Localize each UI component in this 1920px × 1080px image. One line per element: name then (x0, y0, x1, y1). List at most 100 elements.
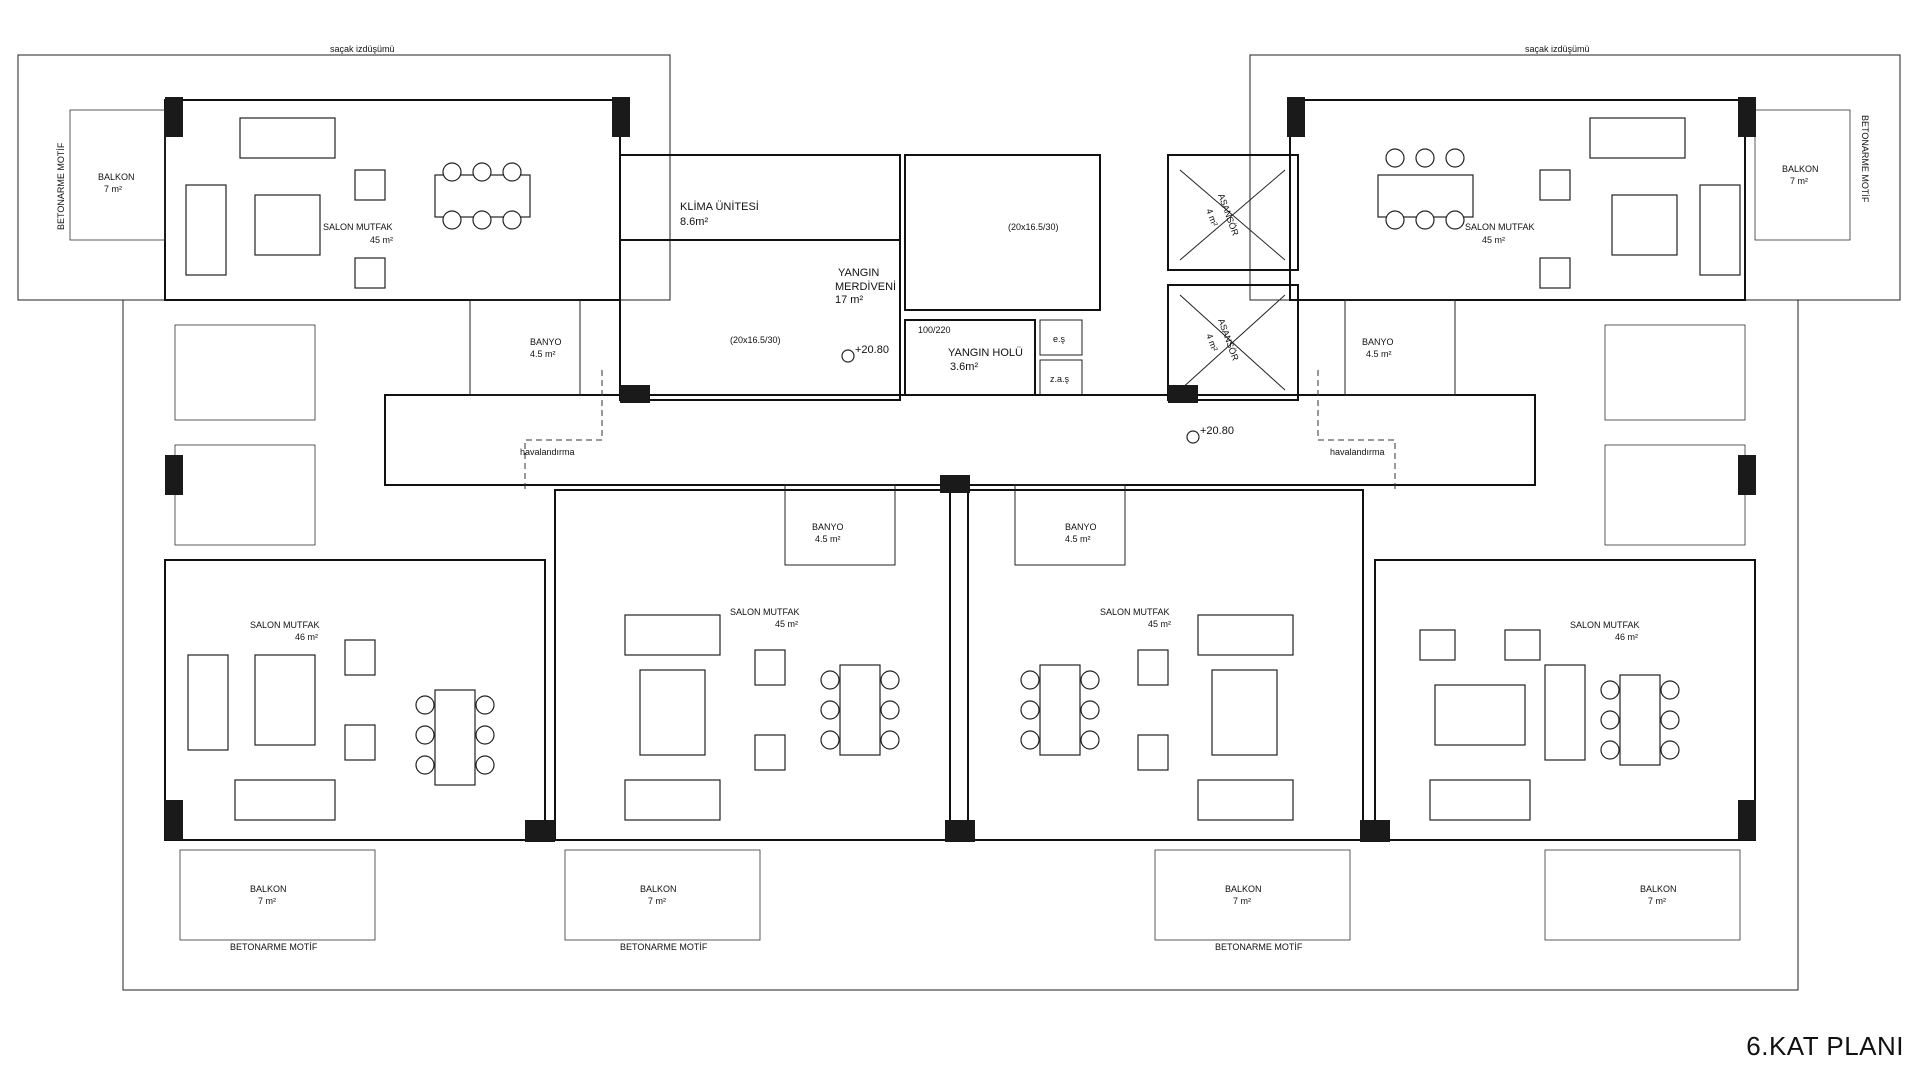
balcony-b3-label: BALKON (1225, 884, 1262, 894)
sofa (239, 117, 336, 159)
bath-top-left-area: 4.5 m² (530, 349, 556, 359)
stair-spec-1: (20x16.5/30) (730, 335, 781, 345)
column (525, 820, 555, 842)
chair (1080, 700, 1100, 720)
concrete-motif-b1: BETONARME MOTİF (230, 942, 318, 952)
chair (415, 695, 435, 715)
chair (1385, 210, 1405, 230)
bath-b2 (784, 484, 896, 566)
chair (502, 210, 522, 230)
dining-table (1619, 674, 1661, 766)
coffee-table (1434, 684, 1526, 746)
column (1738, 455, 1756, 495)
balcony-b1-area: 7 m² (258, 896, 276, 906)
armchair (1137, 649, 1169, 686)
armchair (754, 649, 786, 686)
chair (1600, 740, 1620, 760)
living-b1-area: 46 m² (295, 632, 318, 642)
sofa (1699, 184, 1741, 276)
bath-b3 (1014, 484, 1126, 566)
armchair (1504, 629, 1541, 661)
dining-table (1039, 664, 1081, 756)
column (620, 385, 650, 403)
fire-stair-label-2: MERDİVENİ (835, 280, 896, 293)
ventilation-left: havalandırma (520, 447, 575, 457)
armchair (1539, 257, 1571, 289)
chair (1660, 740, 1680, 760)
chair (475, 755, 495, 775)
es-label: e.ş (1053, 334, 1066, 344)
chair (472, 162, 492, 182)
bath-b2-area: 4.5 m² (815, 534, 841, 544)
column (165, 800, 183, 840)
sofa (1197, 614, 1294, 656)
elevator-2-area: 4 m² (1204, 332, 1220, 352)
column (1168, 385, 1198, 403)
chair (1445, 148, 1465, 168)
bath-b3-area: 4.5 m² (1065, 534, 1091, 544)
concrete-motif-top-right: BETONARME MOTİF (1860, 115, 1870, 203)
stair-spec-2: (20x16.5/30) (1008, 222, 1059, 232)
concrete-motif-b2: BETONARME MOTİF (620, 942, 708, 952)
coffee-table (1211, 669, 1278, 756)
bath-top-left (469, 299, 581, 396)
eave-label-right: saçak izdüşümü (1525, 44, 1590, 54)
door-size: 100/220 (918, 325, 951, 335)
chair (502, 162, 522, 182)
unit-bottom-3 (967, 489, 1364, 841)
sofa (234, 779, 336, 821)
chair (475, 695, 495, 715)
sofa (185, 184, 227, 276)
bath-top-right-area: 4.5 m² (1366, 349, 1392, 359)
armchair (354, 169, 386, 201)
elevator-1-area: 4 m² (1204, 207, 1220, 227)
chair (1445, 210, 1465, 230)
column (165, 455, 183, 495)
elevator-shaft-2 (1167, 284, 1299, 401)
unit-bottom-2 (554, 489, 951, 841)
armchair (354, 257, 386, 289)
balcony-b3-area: 7 m² (1233, 896, 1251, 906)
stair-left-lower (174, 444, 316, 546)
armchair (754, 734, 786, 771)
balcony-b2-area: 7 m² (648, 896, 666, 906)
chair (1600, 680, 1620, 700)
chair (1080, 670, 1100, 690)
climate-unit-label: KLİMA ÜNİTESİ (680, 200, 759, 213)
chair (442, 162, 462, 182)
chair (1020, 700, 1040, 720)
armchair (344, 724, 376, 761)
balcony-top-right (1754, 109, 1851, 241)
coffee-table (254, 194, 321, 256)
chair (1080, 730, 1100, 750)
concrete-motif-top-left: BETONARME MOTİF (56, 142, 66, 230)
chair (1020, 730, 1040, 750)
dining-table (1377, 174, 1474, 218)
column (940, 475, 970, 493)
chair (475, 725, 495, 745)
balcony-b4-area: 7 m² (1648, 896, 1666, 906)
sofa (624, 779, 721, 821)
sofa (187, 654, 229, 751)
armchair (344, 639, 376, 676)
chair (820, 730, 840, 750)
eave-outline-main (122, 300, 1799, 991)
balcony-top-left (69, 109, 166, 241)
chair (820, 670, 840, 690)
balcony-top-left-label: BALKON (98, 172, 135, 182)
living-b3-area: 45 m² (1148, 619, 1171, 629)
balcony-top-left-area: 7 m² (104, 184, 122, 194)
column (945, 820, 975, 842)
level-symbol (1186, 430, 1200, 444)
chair (1415, 148, 1435, 168)
stair-right-upper (1604, 324, 1746, 421)
dining-table (434, 689, 476, 786)
armchair (1137, 734, 1169, 771)
living-b4-area: 46 m² (1615, 632, 1638, 642)
column (1738, 800, 1756, 840)
bath-top-left-label: BANYO (530, 337, 562, 347)
column (1360, 820, 1390, 842)
balcony-top-right-area: 7 m² (1790, 176, 1808, 186)
elevator-1-label: ASANSÖR (1216, 192, 1241, 237)
